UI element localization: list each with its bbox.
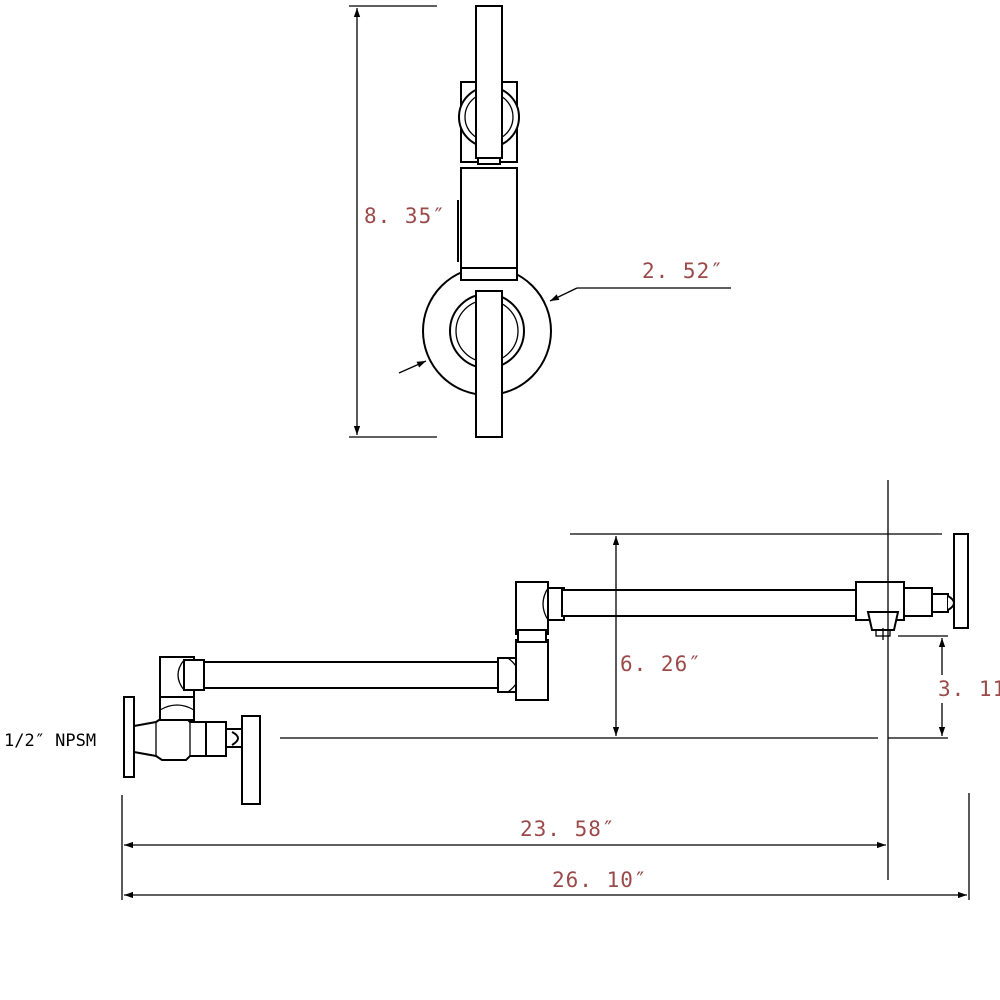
lower-handle-lever [475,290,503,438]
dimension-spout-height: 3. 11″ [938,677,1000,701]
upper-handle-lever [475,5,503,159]
middle-joint-lower [515,639,549,701]
valve-body-top [460,167,518,269]
left-wall-flange [123,696,135,778]
middle-joint-upper [515,581,549,635]
dimension-flange-diameter: 2. 52″ [642,259,724,283]
second-swing-arm [561,589,859,617]
inlet-valve-handle [241,715,261,805]
body-collar-top [460,267,518,281]
spout-outlet [866,611,900,631]
side-view: 6. 26″ 3. 11″ 23. 58″ 26. 10″ 1/2″ NPSM [4,480,1000,900]
dimension-height-top-view: 8. 35″ [364,204,446,228]
spout-shutoff-handle [953,533,969,629]
dimension-reach-total: 26. 10″ [552,868,648,892]
dimension-line-diameter [549,287,578,302]
inlet-thread-label: 1/2″ NPSM [4,731,96,751]
inlet-valve-body [133,717,207,761]
dimension-reach-short: 23. 58″ [520,817,616,841]
first-swing-arm [203,661,501,689]
top-view: 8. 35″ 2. 52″ [349,5,731,438]
dimension-arm-height: 6. 26″ [620,652,702,676]
